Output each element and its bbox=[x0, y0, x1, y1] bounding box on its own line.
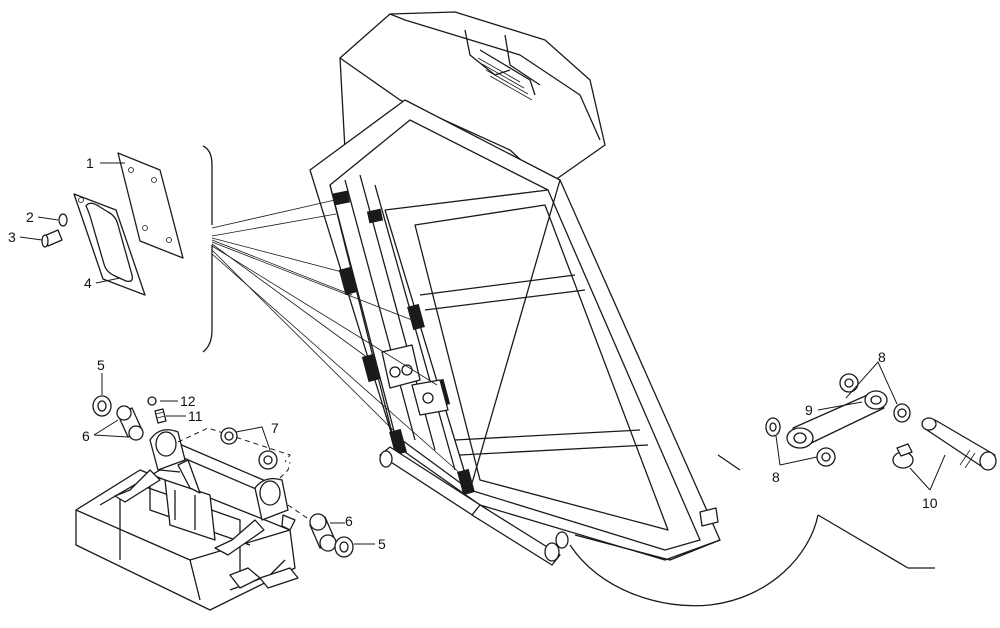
callout-7: 7 bbox=[271, 420, 279, 436]
bucket-assembly bbox=[309, 11, 721, 566]
callout-11: 11 bbox=[188, 408, 203, 424]
callout-6-lower: 6 bbox=[345, 513, 353, 529]
top-grille bbox=[477, 57, 533, 101]
link-arm bbox=[786, 390, 888, 449]
hidden-line-upper bbox=[177, 427, 291, 463]
callout-8-upper: 8 bbox=[878, 349, 886, 365]
washer-8-a bbox=[839, 373, 859, 393]
washer-7-upper bbox=[220, 427, 238, 445]
washer-small bbox=[58, 213, 68, 227]
callout-6-upper: 6 bbox=[82, 428, 90, 444]
callout-5-upper: 5 bbox=[97, 357, 105, 373]
clip-10 bbox=[892, 443, 914, 469]
ground-line bbox=[817, 514, 935, 569]
bushing-6-upper bbox=[116, 405, 144, 441]
callout-12: 12 bbox=[180, 393, 196, 409]
callout-1: 1 bbox=[86, 155, 94, 171]
washer-8-b bbox=[893, 403, 911, 423]
washer-5-upper bbox=[92, 395, 112, 417]
detail-bracket bbox=[202, 145, 463, 476]
ground-line-upper bbox=[717, 454, 741, 471]
spring-11 bbox=[154, 408, 167, 424]
nipple-12 bbox=[147, 396, 157, 406]
washer-5-lower bbox=[334, 536, 354, 558]
callout-10: 10 bbox=[922, 495, 938, 511]
bushing-6-lower bbox=[309, 513, 337, 552]
callout-3: 3 bbox=[8, 229, 16, 245]
leader-lines bbox=[19, 162, 946, 545]
wear-plate bbox=[117, 152, 184, 259]
callout-9: 9 bbox=[805, 402, 813, 418]
bolt bbox=[41, 229, 63, 248]
swing-arc bbox=[569, 514, 819, 607]
washer-8-d bbox=[816, 447, 836, 467]
backing-plate bbox=[73, 193, 146, 296]
callout-8-lower: 8 bbox=[772, 469, 780, 485]
washer-8-c bbox=[765, 417, 781, 437]
callout-4: 4 bbox=[84, 275, 92, 291]
callout-2: 2 bbox=[26, 209, 34, 225]
hidden-line-right bbox=[287, 504, 311, 521]
callout-5-lower: 5 bbox=[378, 536, 386, 552]
callout-labels: 1 2 3 4 5 6 12 11 7 6 5 8 9 8 10 bbox=[8, 155, 938, 552]
washer-7-lower bbox=[258, 450, 278, 470]
hidden-line-lower bbox=[279, 461, 291, 479]
mounting-frame bbox=[75, 429, 299, 611]
pin-10 bbox=[921, 417, 997, 471]
